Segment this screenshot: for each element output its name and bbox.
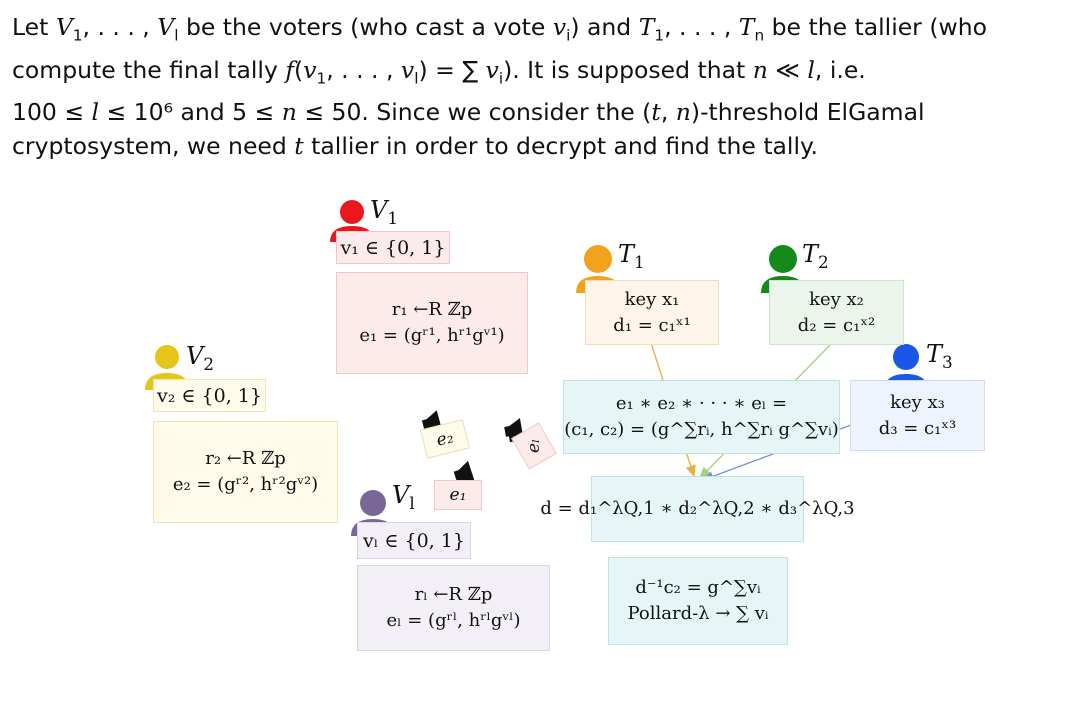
math-subscript: 1 — [72, 26, 83, 45]
math-variable: V — [157, 13, 175, 41]
intro-paragraph: Let V1, . . . , Vl be the voters (who ca… — [12, 10, 1077, 163]
math-variable: n — [281, 98, 297, 127]
math-variable: f — [285, 55, 295, 84]
broadcast-note-e1: e₁ — [434, 480, 482, 510]
math-subscript: 1 — [654, 26, 665, 45]
voter-label-v2: V2 — [186, 342, 215, 374]
math-subscript: i — [498, 69, 504, 88]
math-subscript: l — [174, 26, 179, 45]
vote-box-v1: v₁ ∈ {0, 1} — [336, 231, 450, 264]
combine-box: d = d₁^λQ,1 ∗ d₂^λQ,2 ∗ d₃^λQ,3 — [540, 476, 855, 542]
intro-line-1: Let V1, . . . , Vl be the voters (who ca… — [12, 13, 987, 45]
math-variable: V — [55, 13, 73, 41]
aggregate-box: e₁ ∗ e₂ ∗ · · · ∗ eₗ =(c₁, c₂) = (g^∑rᵢ,… — [563, 380, 840, 454]
math-variable: v — [485, 55, 499, 84]
math-variable: T — [738, 13, 755, 41]
tallier-label-t2: T2 — [802, 240, 829, 272]
intro-line-3: 100 ≤ l ≤ 10⁶ and 5 ≤ n ≤ 50. Since we c… — [12, 98, 925, 127]
math-subscript: i — [566, 26, 571, 45]
intro-line-2: compute the final tally f(v1, . . . , vl… — [12, 55, 866, 88]
math-variable: T — [638, 13, 655, 41]
math-subscript: l — [414, 69, 419, 88]
math-variable: t — [651, 98, 661, 127]
math-variable: v — [303, 55, 317, 84]
math-subscript: 1 — [316, 69, 327, 88]
math-variable: n — [752, 55, 768, 84]
tallier-label-t3: T3 — [926, 340, 953, 372]
math-subscript: n — [754, 26, 765, 45]
voter-label-vl: Vl — [392, 481, 415, 513]
math-variable: v — [552, 13, 567, 41]
math-variable: l — [807, 55, 815, 84]
math-variable: t — [294, 132, 304, 161]
intro-line-4: cryptosystem, we need t tallier in order… — [12, 132, 819, 161]
math-variable: n — [675, 98, 691, 127]
tallier-label-t1: T1 — [618, 240, 645, 272]
vote-box-vl: vₗ ∈ {0, 1} — [357, 522, 471, 559]
math-variable: l — [91, 98, 100, 127]
vote-box-v2: v₂ ∈ {0, 1} — [153, 379, 266, 412]
math-variable: v — [400, 55, 415, 84]
voter-label-v1: V1 — [370, 196, 399, 228]
